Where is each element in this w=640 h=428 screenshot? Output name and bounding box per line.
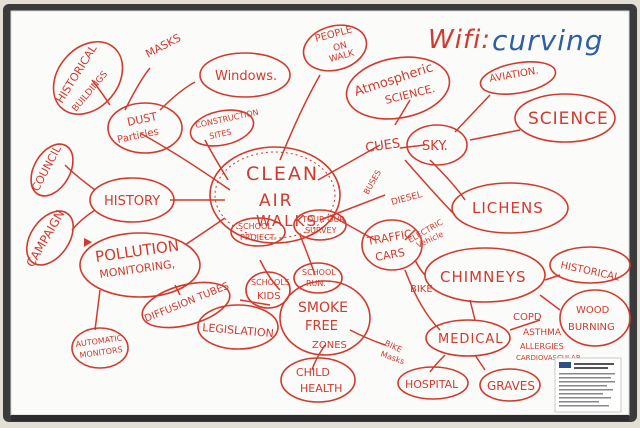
- school-run-line-2: RUN.: [306, 279, 326, 288]
- node-school-run: SCHOOL RUN.: [293, 262, 343, 294]
- cardiovascular-label: CARDIOVASCULAR: [516, 354, 581, 362]
- marker-tray: [11, 415, 629, 421]
- node-sky: SKY.: [406, 124, 468, 166]
- node-medical: MEDICAL: [425, 319, 511, 357]
- wood-burning-line-1: WOOD: [576, 305, 610, 316]
- node-wood-burning: WOOD BURNING: [559, 289, 631, 347]
- tour-survey-line-2: SURVEY: [305, 226, 337, 235]
- node-legislation: LEGISLATION: [197, 304, 279, 350]
- wifi-network: curving: [492, 24, 604, 57]
- bike-label: BIKE: [410, 284, 433, 295]
- node-hospital: HOSPITAL: [397, 366, 469, 400]
- legislation-label: LEGISLATION: [202, 321, 275, 340]
- node-child-health: CHILD HEALTH: [280, 357, 356, 403]
- sky-label: SKY.: [422, 139, 448, 154]
- chimneys-label: CHIMNEYS: [440, 268, 527, 286]
- cues-label: CUES: [364, 136, 401, 156]
- windows-label: Windows.: [215, 69, 277, 84]
- node-windows: Windows.: [199, 52, 291, 98]
- wifi-label: Wifi:: [428, 25, 491, 55]
- node-tour-survey: TOUR OUR SURVEY: [293, 209, 347, 241]
- medical-label: MEDICAL: [438, 332, 504, 347]
- hospital-label: HOSPITAL: [405, 378, 459, 391]
- whiteboard-surface: [11, 11, 629, 415]
- schools-kids-line-1: SCHOOLS: [251, 278, 290, 287]
- traffic-line-2: CARS: [374, 246, 406, 264]
- child-health-line-2: HEALTH: [300, 382, 342, 395]
- pinned-notice: [554, 357, 622, 413]
- school-run-line-1: SCHOOL: [302, 268, 336, 277]
- node-chimneys: CHIMNEYS: [424, 247, 546, 303]
- school-project-line-2: PROJECT.: [240, 233, 276, 242]
- node-graves: GRAVES: [479, 368, 541, 402]
- history-label: HISTORY: [104, 194, 160, 209]
- center-line-2: AIR: [259, 191, 293, 211]
- node-science: SCIENCE: [514, 93, 616, 143]
- asthma-label: ASTHMA: [523, 328, 562, 338]
- wood-burning-line-2: BURNING: [568, 322, 615, 333]
- child-health-line-1: CHILD: [296, 366, 330, 379]
- node-smoke-free-zones: SMOKE FREE ZONES: [279, 280, 371, 356]
- smoke-free-line-3: ZONES: [312, 340, 347, 351]
- science-label: SCIENCE: [528, 109, 609, 129]
- node-traffic-cars: TRAFFIC CARS: [361, 219, 423, 271]
- lichens-label: LICHENS: [472, 199, 544, 217]
- dust-line-1: DUST: [126, 110, 159, 129]
- tour-survey-line-1: TOUR OUR: [301, 215, 345, 224]
- smoke-free-line-1: SMOKE: [298, 300, 348, 316]
- node-schools-kids: SCHOOLS KIDS: [245, 271, 291, 309]
- schools-kids-line-2: KIDS: [257, 291, 281, 302]
- center-line-3: WALKS: [256, 212, 318, 230]
- center-line-1: CLEAN: [246, 163, 319, 185]
- graves-label: GRAVES: [487, 379, 535, 393]
- copd-label: COPD: [513, 312, 542, 323]
- smoke-free-line-2: FREE: [305, 319, 338, 334]
- node-school-project: SCHOOL PROJECT.: [230, 217, 286, 247]
- arrow-marker: [84, 238, 92, 247]
- people-line-2: ON: [332, 41, 348, 54]
- node-history: HISTORY: [89, 177, 175, 223]
- allergies-label: ALLERGIES: [520, 342, 564, 351]
- school-project-line-1: SCHOOL: [238, 222, 272, 231]
- node-lichens: LICHENS: [451, 182, 569, 234]
